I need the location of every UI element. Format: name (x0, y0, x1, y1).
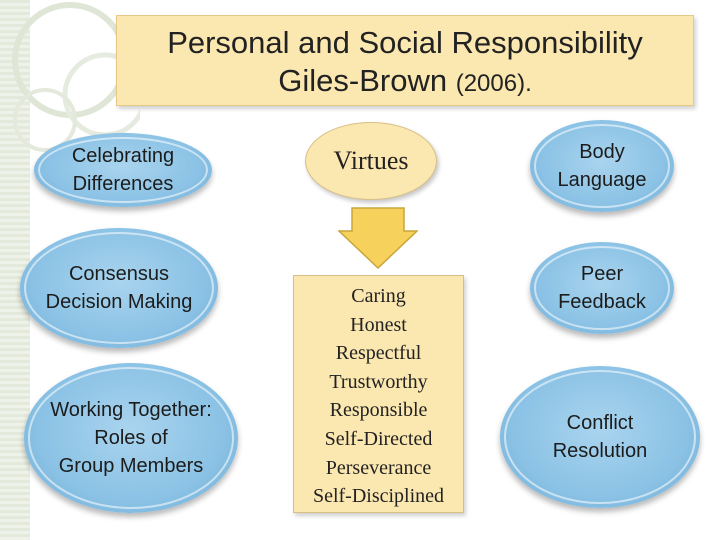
title-box: Personal and Social Responsibility Giles… (116, 15, 694, 106)
left-ellipse-celebrating-differences: Celebrating Differences (34, 133, 212, 207)
virtue-item: Perseverance (325, 456, 432, 479)
virtues-heading-oval: Virtues (305, 122, 437, 200)
virtue-item: Responsible (329, 399, 428, 422)
left-ellipse-label: Celebrating Differences (71, 145, 175, 195)
title-author: Giles-Brown (278, 63, 448, 98)
title-line-1: Personal and Social Responsibility (167, 25, 643, 60)
right-ellipse-body-language: Body Language (530, 120, 674, 212)
virtue-item: Trustworthy (329, 370, 428, 393)
left-ellipse-working-together: Working Together: Roles of Group Members (24, 363, 238, 513)
right-ellipse-peer-feedback: Peer Feedback (530, 242, 674, 334)
title-year: (2006). (455, 70, 532, 97)
right-ellipse-label: Conflict Resolution (552, 412, 648, 462)
virtue-item: Self-Disciplined (312, 485, 445, 508)
virtue-item: Self-Directed (324, 427, 433, 450)
left-ellipse-consensus: Consensus Decision Making (20, 228, 218, 348)
left-ellipse-label: Consensus Decision Making (45, 263, 193, 313)
down-arrow-icon (338, 207, 418, 269)
right-ellipse-conflict-resolution: Conflict Resolution (500, 366, 700, 508)
title-line-2: Giles-Brown (2006). (117, 62, 693, 103)
virtue-item: Honest (350, 313, 407, 336)
virtues-heading: Virtues (333, 146, 409, 175)
right-ellipse-label: Peer Feedback (558, 263, 646, 313)
virtues-list-box: Caring Honest Respectful Trustworthy Res… (293, 275, 464, 513)
right-ellipse-label: Body Language (557, 141, 647, 191)
virtue-item: Respectful (335, 342, 422, 365)
virtue-item: Caring (351, 285, 406, 307)
left-ellipse-label: Working Together: Roles of Group Members (50, 399, 212, 477)
